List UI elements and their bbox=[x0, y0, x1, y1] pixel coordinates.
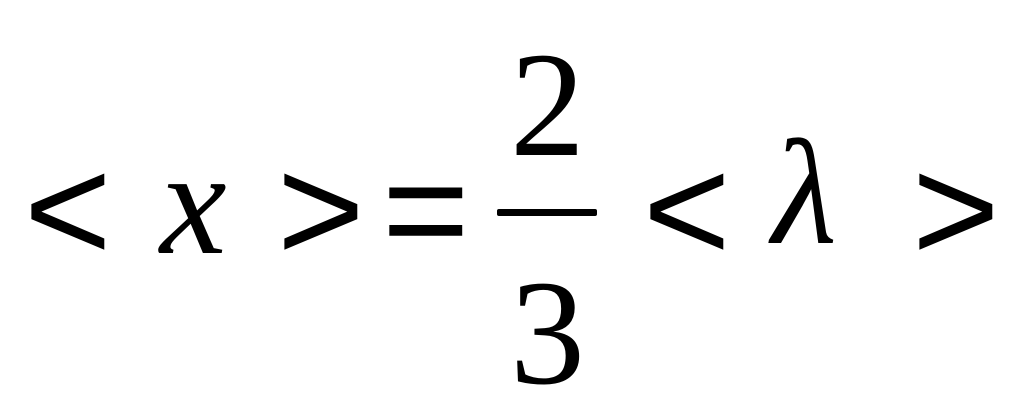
greater-than-sign-left: > bbox=[277, 125, 365, 293]
fraction-denominator: 3 bbox=[510, 250, 585, 416]
less-than-sign-left: < bbox=[24, 125, 112, 293]
equals-sign: = bbox=[382, 125, 470, 293]
variable-x: x bbox=[160, 120, 227, 286]
less-than-sign-right: < bbox=[643, 125, 731, 293]
fraction-bar bbox=[497, 209, 597, 216]
variable-lambda: λ bbox=[772, 110, 837, 276]
fraction-numerator: 2 bbox=[510, 22, 585, 188]
greater-than-sign-right: > bbox=[912, 125, 1000, 293]
